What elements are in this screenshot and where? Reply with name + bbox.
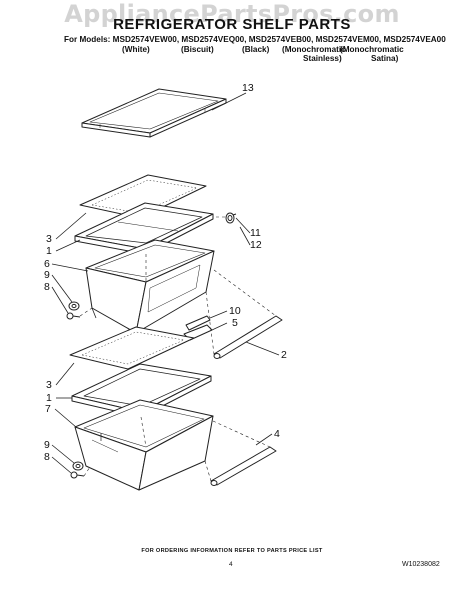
callout-9-lower: 9 <box>44 439 50 451</box>
top-shelf-13 <box>81 88 227 138</box>
callout-3-lower: 3 <box>46 379 52 391</box>
callout-8-upper: 8 <box>44 281 50 293</box>
ordering-note: FOR ORDERING INFORMATION REFER TO PARTS … <box>141 548 323 554</box>
slide-bracket-10 <box>185 315 211 331</box>
color-label-satina-cont: Satina) <box>371 54 399 63</box>
color-label-white: (White) <box>122 45 150 54</box>
callout-12: 12 <box>250 239 262 251</box>
callout-4: 4 <box>274 428 280 440</box>
callout-1-lower: 1 <box>46 392 52 404</box>
upper-crisper-drawer-6 <box>85 239 215 334</box>
color-label-stainless-cont: Stainless) <box>303 54 342 63</box>
watermark: AppliancePartsPros.com <box>64 0 400 28</box>
color-label-monochromatic-stainless: (Monochromatic <box>282 45 346 54</box>
callout-7: 7 <box>45 403 51 415</box>
page-title: REFRIGERATOR SHELF PARTS <box>113 16 351 33</box>
rail-4 <box>210 446 277 486</box>
lower-screw-8 <box>70 471 85 479</box>
callout-6: 6 <box>44 258 50 270</box>
callout-10: 10 <box>229 305 241 317</box>
callout-8-lower: 8 <box>44 451 50 463</box>
color-label-biscuit: (Biscuit) <box>181 45 214 54</box>
callout-1-upper: 1 <box>46 245 52 257</box>
models-line: For Models: MSD2574VEW00, MSD2574VEQ00, … <box>64 35 446 44</box>
callout-13: 13 <box>242 82 254 94</box>
callout-labels: 13 3 1 6 9 8 11 12 10 5 2 3 1 7 4 9 8 <box>44 82 287 463</box>
lower-crisper-cover-3 <box>69 326 195 370</box>
rail-2 <box>213 315 283 359</box>
callout-2: 2 <box>281 349 287 361</box>
callout-5: 5 <box>232 317 238 329</box>
callout-3-upper: 3 <box>46 233 52 245</box>
lower-crisper-drawer-7 <box>74 399 214 491</box>
color-label-black: (Black) <box>242 45 270 54</box>
callout-11: 11 <box>250 227 261 239</box>
lower-roller-9 <box>72 461 84 471</box>
leader-lines <box>51 92 280 474</box>
page-number: 4 <box>229 561 233 568</box>
color-label-monochromatic-satina: (Monochromatic <box>340 45 404 54</box>
assembly-guides <box>79 216 277 482</box>
document-id: W10238082 <box>402 561 440 568</box>
upper-roller-9 <box>68 301 80 311</box>
upper-screw-8 <box>66 312 81 320</box>
upper-crisper-cover-3 <box>79 174 207 219</box>
bracket-cap-11 <box>225 212 237 224</box>
callout-9-upper: 9 <box>44 269 50 281</box>
